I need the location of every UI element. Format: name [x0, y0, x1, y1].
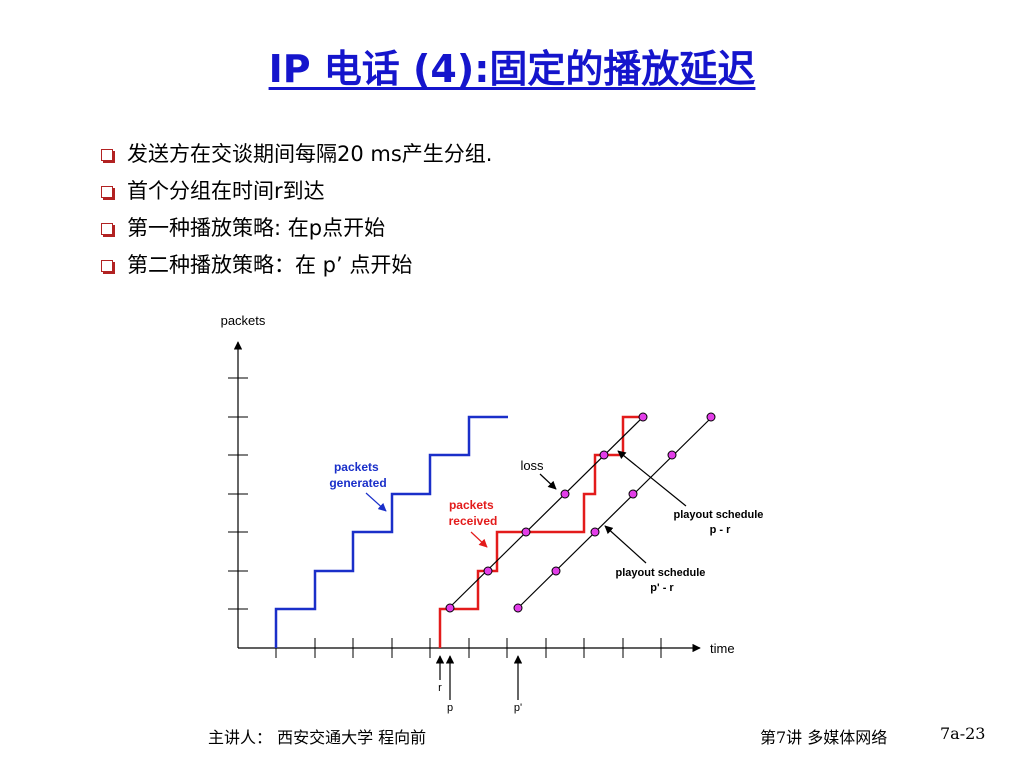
footer-lecture: 第7讲 多媒体网络 — [760, 728, 888, 747]
bullet-item: 发送方在交谈期间每隔20 ms产生分组. — [95, 136, 492, 173]
bullet-item: 第二种播放策略：在 p’ 点开始 — [95, 247, 492, 284]
marker-r-label: r — [438, 682, 442, 694]
marker-p-label: p — [447, 702, 453, 714]
playout-schedule-p-label: playout schedule p - r — [674, 509, 767, 536]
playout-schedule-p-prime-label: playout schedule p' - r — [616, 567, 709, 594]
packets-generated-label: packets generated — [329, 460, 386, 490]
footer-presenter: 主讲人： 西安交通大学 程向前 — [208, 728, 427, 747]
x-axis-label: time — [710, 641, 735, 656]
playout-schedule-p-prime-pointer — [604, 525, 647, 564]
playout-schedule-p-pointer — [617, 450, 687, 507]
bullet-item: 第一种播放策略: 在p点开始 — [95, 210, 492, 247]
playout-points — [445, 412, 716, 613]
bullet-list: 发送方在交谈期间每隔20 ms产生分组. 首个分组在时间r到达 第一种播放策略:… — [95, 136, 492, 284]
loss-label: loss — [520, 458, 544, 473]
playout-schedule-line-p-prime — [516, 416, 713, 610]
packets-received-label: packets received — [449, 498, 498, 528]
footer-page-number: 7a-23 — [940, 724, 986, 743]
packets-generated-pointer — [365, 492, 387, 512]
y-axis-label: packets — [221, 313, 266, 328]
bullet-item: 首个分组在时间r到达 — [95, 173, 492, 210]
packets-received-pointer — [470, 531, 488, 548]
loss-pointer — [539, 473, 557, 490]
playout-schedule-line-p — [447, 416, 644, 610]
bullet-box-icon — [101, 260, 113, 272]
slide-title: IP 电话 (4):固定的播放延迟 — [268, 47, 756, 91]
bullet-box-icon — [101, 149, 113, 161]
packets-generated-line — [274, 415, 508, 648]
bullet-box-icon — [101, 223, 113, 235]
bullet-box-icon — [101, 186, 113, 198]
marker-p-prime-label: p' — [514, 702, 522, 714]
y-ticks — [228, 377, 248, 610]
